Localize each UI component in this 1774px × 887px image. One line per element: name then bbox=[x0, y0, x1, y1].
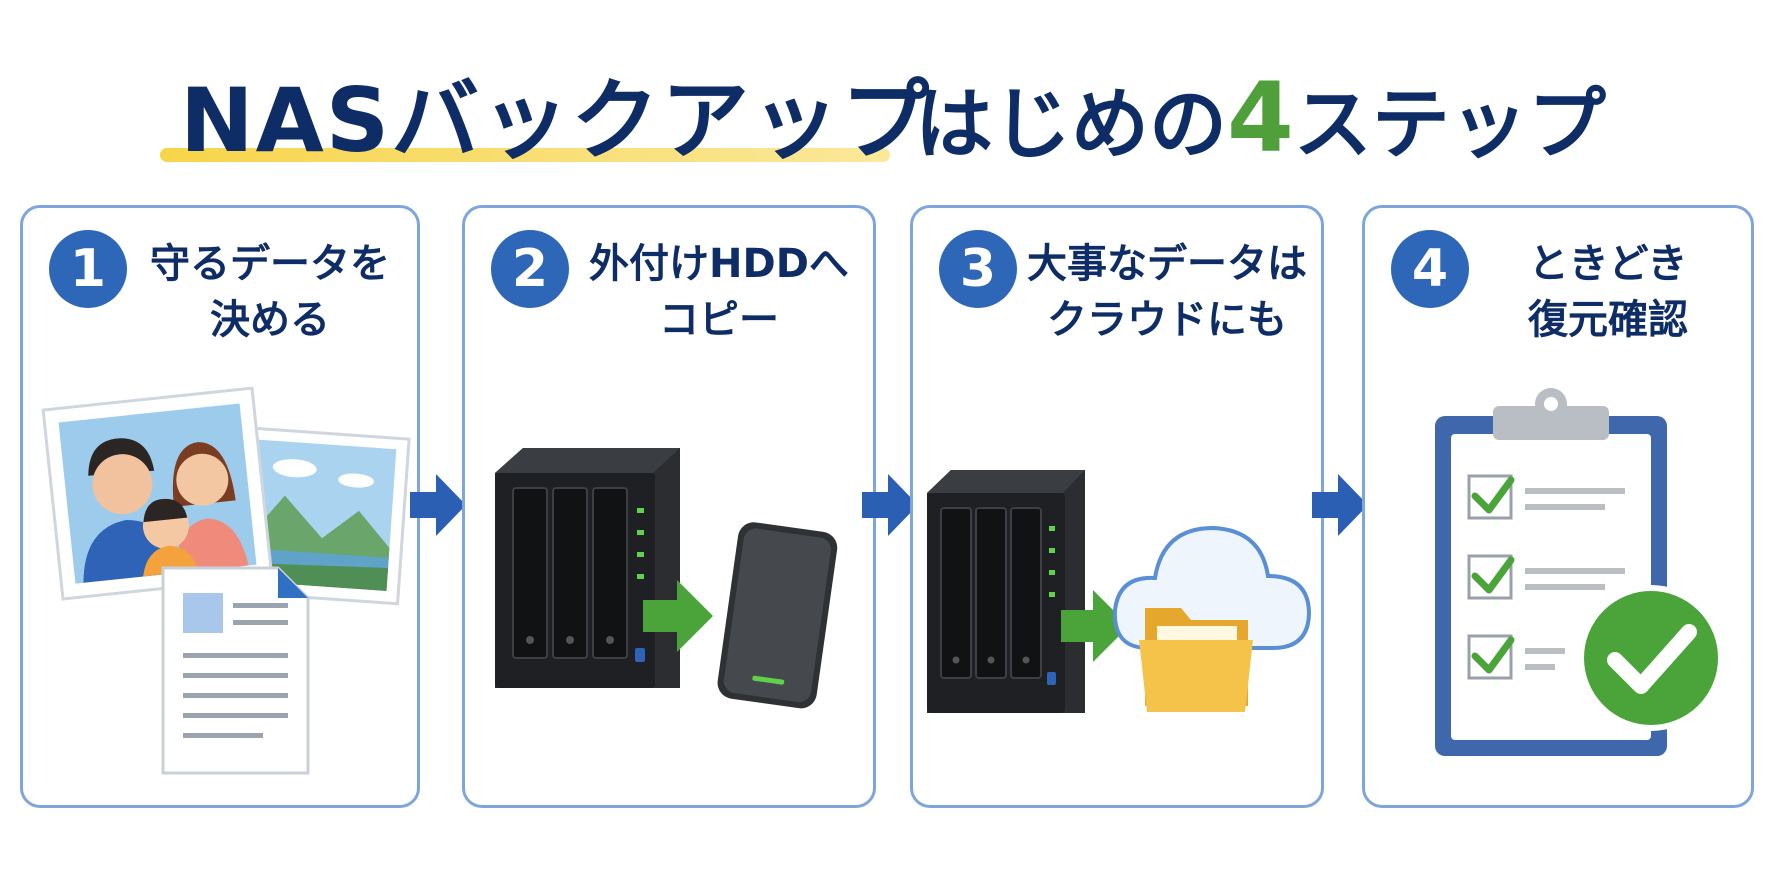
green-arrow-icon bbox=[643, 580, 713, 652]
step3-illustration bbox=[927, 470, 1312, 713]
nas-device-icon bbox=[927, 470, 1085, 713]
family-photo-icon bbox=[41, 386, 274, 601]
check-circle-icon bbox=[1578, 585, 1724, 731]
step-number-badge: 2 bbox=[491, 230, 569, 308]
step-card-1: 1 守るデータを 決める bbox=[20, 205, 420, 808]
title-highlight-underline bbox=[160, 148, 890, 162]
green-arrow-icon bbox=[1061, 590, 1129, 662]
step-number-badge: 4 bbox=[1391, 230, 1469, 308]
step-label: 大事なデータは クラウドにも bbox=[1027, 241, 1307, 343]
step-card-4: 4 ときどき 復元確認 bbox=[1362, 205, 1754, 808]
document-icon bbox=[161, 566, 310, 775]
title-main-text: NASバックアップ bbox=[180, 69, 932, 172]
nas-device-icon bbox=[495, 448, 680, 688]
clipboard-checklist-icon bbox=[1435, 388, 1667, 756]
flow-arrow-icon bbox=[862, 474, 918, 536]
page-title: NASバックアップ はじめの4ステップ bbox=[0, 40, 1774, 174]
title-pre: はじめの bbox=[915, 80, 1228, 170]
step-number-badge: 1 bbox=[49, 230, 127, 308]
title-sub-text: はじめの4ステップ bbox=[915, 62, 1606, 174]
step-label: 守るデータを 決める bbox=[150, 241, 390, 343]
step-label: ときどき 復元確認 bbox=[1528, 241, 1688, 343]
step2-illustration bbox=[495, 448, 838, 709]
external-hdd-icon bbox=[717, 522, 838, 709]
flow-arrow-icon bbox=[410, 474, 466, 536]
step-card-3: 3 大事なデータは クラウドにも bbox=[910, 205, 1324, 808]
step-label: 外付けHDDへ コピー bbox=[589, 241, 849, 343]
title-number: 4 bbox=[1227, 62, 1294, 174]
step4-illustration bbox=[1435, 388, 1724, 756]
flow-arrow-icon bbox=[1312, 474, 1368, 536]
title-post: ステップ bbox=[1293, 80, 1606, 170]
step-card-2: 2 外付けHDDへ コピー bbox=[462, 205, 876, 808]
step1-illustration bbox=[41, 386, 411, 775]
step-number-badge: 3 bbox=[939, 230, 1017, 308]
folder-icon bbox=[1139, 608, 1253, 712]
